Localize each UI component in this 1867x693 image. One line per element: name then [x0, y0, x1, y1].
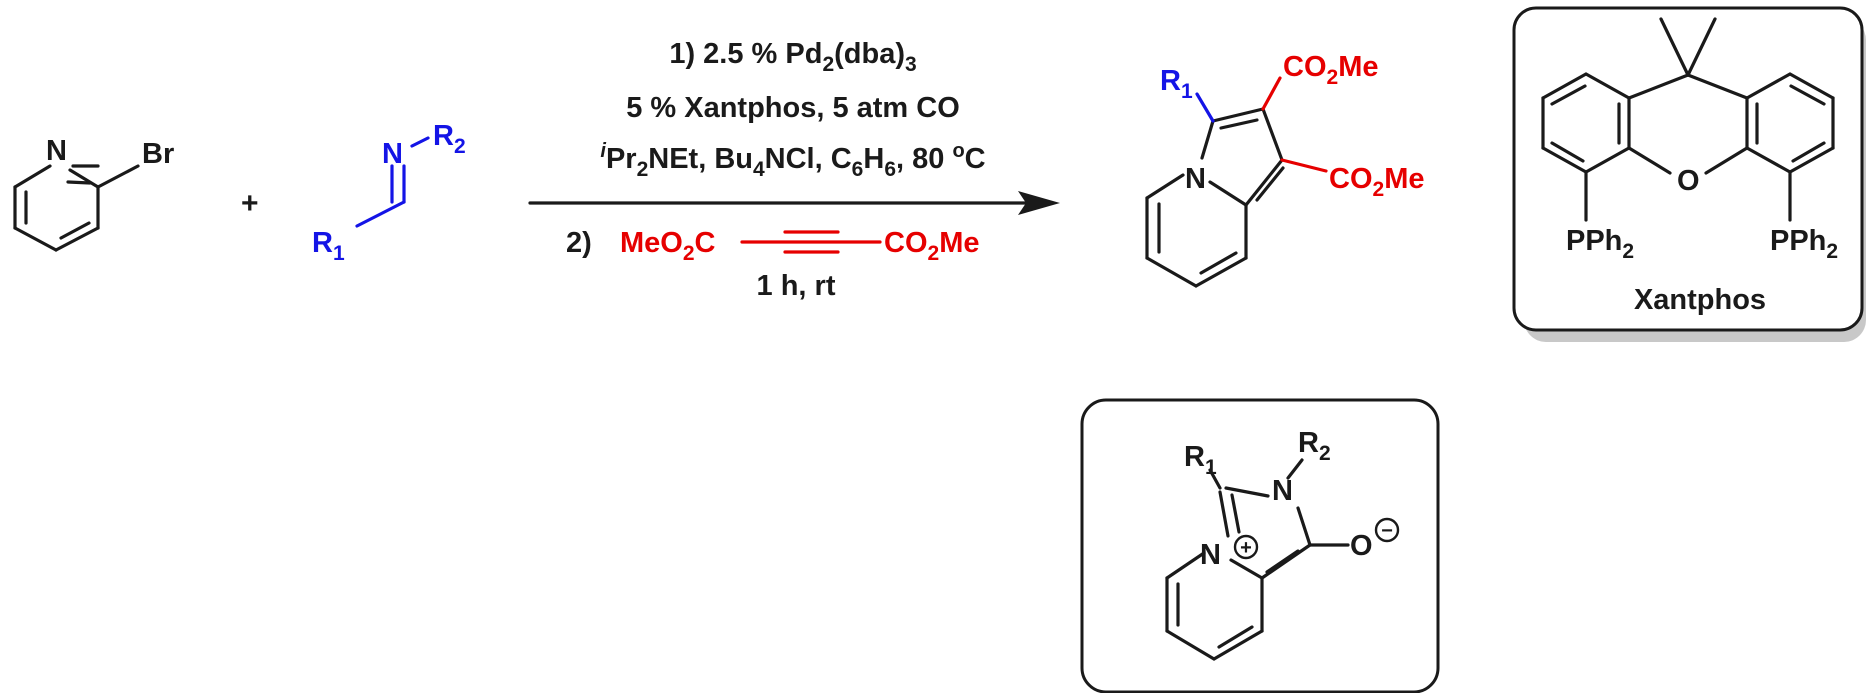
dmad-left-ester: MeO2C [620, 227, 716, 265]
product-ester-top: CO2Me [1283, 51, 1378, 89]
intermediate-oxygen: O [1350, 530, 1373, 562]
dmad-right-ester: CO2Me [884, 227, 979, 265]
product-indolizine: N R1 CO2Me CO2Me [1145, 51, 1424, 288]
xantphos-oxygen: O [1677, 165, 1700, 197]
xantphos-box: O PPh2 PPh2 Xantphos [1512, 6, 1866, 342]
imine-n-atom: N [382, 138, 403, 170]
product-n-atom: N [1185, 163, 1206, 195]
negative-charge: − [1374, 517, 1400, 543]
xantphos-pph2-right: PPh2 [1770, 225, 1838, 263]
intermediate-top-n: N [1272, 475, 1293, 507]
pyridine-n-atom: N [46, 135, 67, 167]
xantphos-pph2-left: PPh2 [1566, 225, 1634, 263]
condition-step1-line2: 5 % Xantphos, 5 atm CO [626, 92, 960, 124]
condition-step1-line1: 1) 2.5 % Pd2(dba)3 [669, 38, 916, 76]
product-r1: R1 [1160, 65, 1193, 103]
intermediate-r1: R1 [1184, 441, 1217, 479]
bromine-atom: Br [142, 138, 174, 170]
reaction-arrow [528, 191, 1060, 215]
plus-sign: + [241, 187, 259, 220]
condition-step2-time: 1 h, rt [757, 270, 836, 302]
intermediate-box: N N O R1 R2 + − [1080, 398, 1440, 693]
imine-r1: R1 [312, 227, 345, 265]
reactant-2-bromopyridine: N Br [13, 135, 174, 252]
svg-text:+: + [1240, 537, 1252, 559]
svg-text:−: − [1381, 520, 1393, 542]
positive-charge: + [1233, 534, 1259, 560]
imine-r2: R2 [433, 120, 466, 158]
intermediate-ring-n: N [1200, 539, 1221, 571]
xantphos-label: Xantphos [1634, 284, 1766, 316]
reactant-imine: N R2 R1 [312, 120, 466, 265]
dmad-triple-bond [740, 230, 882, 254]
product-ester-bottom: CO2Me [1329, 163, 1424, 201]
condition-step1-line3: iPr2NEt, Bu4NCl, C6H6, 80 oC [600, 140, 985, 181]
reaction-conditions: 1) 2.5 % Pd2(dba)3 5 % Xantphos, 5 atm C… [528, 38, 1060, 302]
condition-step2-label: 2) [566, 227, 592, 259]
intermediate-r2: R2 [1298, 427, 1331, 465]
